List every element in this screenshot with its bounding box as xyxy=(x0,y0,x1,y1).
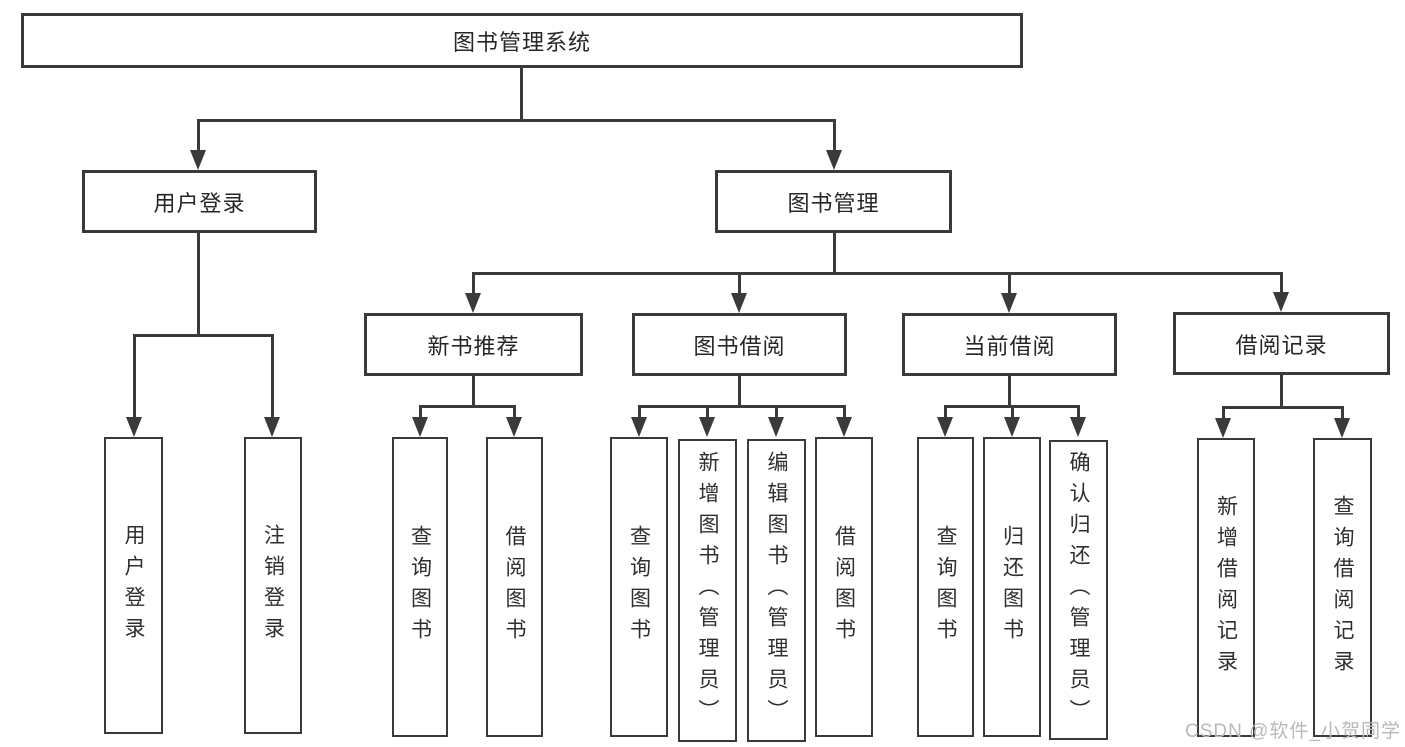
leaf-label: 查询图书 xyxy=(408,525,432,649)
connector-userlogin-splitter xyxy=(132,333,274,337)
connector-stem-user-login xyxy=(196,120,200,156)
node-label: 图书管理 xyxy=(787,190,880,216)
arrowhead-E2 xyxy=(1334,418,1350,438)
connector-root-splitter xyxy=(196,118,836,122)
leaf-label: 注销登录 xyxy=(261,523,285,648)
connector-groupE-stem xyxy=(1279,375,1283,407)
leaf-label: 借阅图书 xyxy=(503,525,526,649)
arrowhead-D1 xyxy=(937,417,953,437)
leaf-confirm-return-admin: 确认归还（管理员） xyxy=(1049,440,1108,740)
connector-stem-D2 xyxy=(1010,406,1014,423)
node-label: 新书推荐 xyxy=(427,333,520,359)
connector-stem-book-management xyxy=(832,120,836,156)
leaf-label: 用户登录 xyxy=(122,523,145,648)
arrowhead-borrow-records xyxy=(1273,292,1289,312)
node-library-system: 图书管理系统 xyxy=(21,13,1023,68)
arrowhead-C3 xyxy=(768,417,784,437)
connector-stem-B2 xyxy=(512,406,516,423)
arrowhead-B2 xyxy=(506,417,522,437)
connector-stem-C2 xyxy=(705,406,709,423)
node-label: 图书管理系统 xyxy=(452,29,591,55)
arrowhead-C4 xyxy=(836,417,852,437)
arrowhead-user-login xyxy=(190,150,206,170)
leaf-query-borrow-record: 查询借阅记录 xyxy=(1313,438,1372,737)
node-label: 用户登录 xyxy=(153,190,246,216)
arrowhead-book-management xyxy=(826,150,842,170)
connector-bookmgmt-splitter xyxy=(471,271,1283,275)
connector-stem-C4 xyxy=(842,406,846,423)
leaf-add-borrow-record: 新增借阅记录 xyxy=(1197,438,1255,737)
node-borrow-records: 借阅记录 xyxy=(1173,312,1390,375)
arrowhead-book-borrow xyxy=(731,293,747,313)
connector-groupC-stem xyxy=(737,376,741,406)
leaf-label: 查询图书 xyxy=(934,525,957,649)
connector-stem-B1 xyxy=(418,406,422,423)
leaf-label: 新增借阅记录 xyxy=(1214,494,1238,681)
leaf-user-login: 用户登录 xyxy=(104,437,163,734)
node-user-login: 用户登录 xyxy=(82,170,317,233)
arrowhead-B1 xyxy=(412,417,428,437)
leaf-edit-book-admin: 编辑图书（管理员） xyxy=(747,439,806,742)
arrowhead-current-borrow xyxy=(1001,293,1017,313)
connector-groupE-splitter xyxy=(1221,405,1344,409)
connector-groupB-stem xyxy=(471,376,475,406)
arrowhead-new-book xyxy=(465,293,481,313)
leaf-borrow-books-recommend: 借阅图书 xyxy=(486,437,543,737)
connector-root-stem xyxy=(519,68,523,120)
connector-stem-D1 xyxy=(943,406,947,423)
connector-groupC-splitter xyxy=(637,404,846,408)
connector-stem-D3 xyxy=(1076,406,1080,423)
leaf-query-books-current: 查询图书 xyxy=(917,437,974,737)
leaf-borrow-books: 借阅图书 xyxy=(815,437,873,737)
leaf-query-books-recommend: 查询图书 xyxy=(392,437,448,737)
connector-stem-E2 xyxy=(1340,407,1344,424)
leaf-label: 查询借阅记录 xyxy=(1331,494,1354,681)
connector-stem-C3 xyxy=(774,406,778,423)
node-book-borrow: 图书借阅 xyxy=(632,313,847,376)
leaf-query-books-borrow: 查询图书 xyxy=(610,437,668,737)
arrowhead-D2 xyxy=(1004,417,1020,437)
connector-bookmgmt-stem xyxy=(832,233,836,273)
node-label: 借阅记录 xyxy=(1235,332,1328,358)
arrowhead-leaf-user-login xyxy=(126,417,142,437)
connector-stem-borrow-records xyxy=(1279,273,1283,298)
csdn-watermark: CSDN @软件_小贺同学 xyxy=(1185,721,1401,742)
connector-stem-E1 xyxy=(1221,407,1225,424)
leaf-return-book: 归还图书 xyxy=(983,437,1041,737)
node-new-book-recommend: 新书推荐 xyxy=(364,313,583,376)
node-label: 当前借阅 xyxy=(963,333,1056,359)
arrowhead-leaf-logout xyxy=(264,417,280,437)
connector-stem-C1 xyxy=(637,406,641,423)
leaf-label: 确认归还（管理员） xyxy=(1067,450,1090,730)
leaf-label: 查询图书 xyxy=(627,525,651,649)
leaf-add-book-admin: 新增图书（管理员） xyxy=(678,439,737,742)
arrowhead-E1 xyxy=(1215,418,1231,438)
connector-groupD-stem xyxy=(1007,376,1011,406)
connector-stem-leaf-user-login xyxy=(132,335,136,423)
leaf-label: 编辑图书（管理员） xyxy=(765,451,788,730)
node-current-borrow: 当前借阅 xyxy=(902,313,1117,376)
connector-stem-leaf-logout xyxy=(270,335,274,423)
leaf-logout: 注销登录 xyxy=(244,437,302,734)
connector-stem-book-borrow xyxy=(737,273,741,299)
arrowhead-D3 xyxy=(1070,417,1086,437)
connector-stem-new-book xyxy=(471,273,475,299)
leaf-label: 新增图书（管理员） xyxy=(696,451,719,730)
connector-userlogin-stem xyxy=(196,233,200,335)
arrowhead-C2 xyxy=(699,417,715,437)
connector-groupB-splitter xyxy=(418,404,516,408)
leaf-label: 借阅图书 xyxy=(832,525,856,649)
node-book-management: 图书管理 xyxy=(715,170,952,233)
connector-stem-current-borrow xyxy=(1007,273,1011,299)
node-label: 图书借阅 xyxy=(693,333,786,359)
leaf-label: 归还图书 xyxy=(1000,525,1024,649)
arrowhead-C1 xyxy=(631,417,647,437)
